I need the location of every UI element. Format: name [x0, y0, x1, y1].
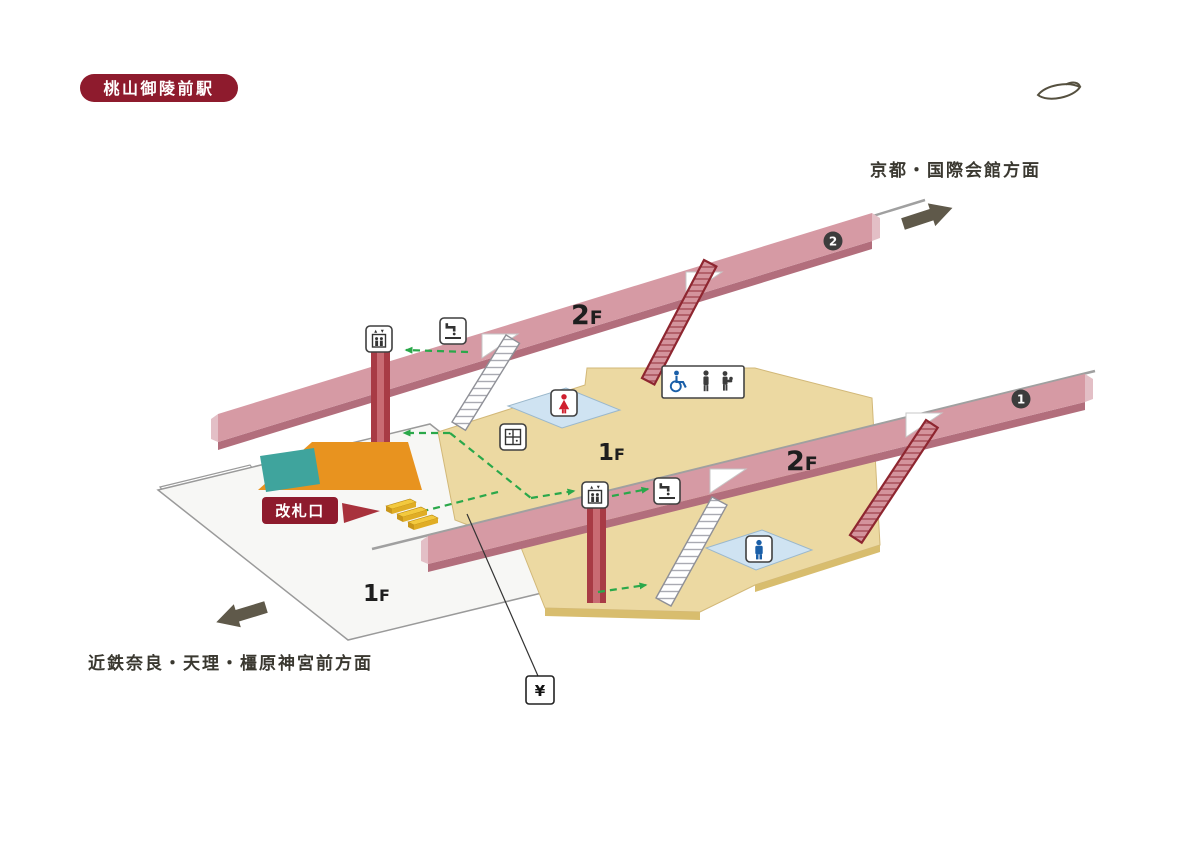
route-path [597, 582, 648, 594]
escalator-lower [848, 418, 940, 545]
route-path [530, 488, 576, 500]
elevator-shaft-lower [587, 505, 606, 603]
platform-2-end-cap [872, 213, 880, 241]
floor-label-platform-upper: 2F [571, 300, 603, 331]
route-path [414, 490, 499, 515]
route-path [449, 432, 532, 499]
elevator-icon [581, 481, 609, 509]
platform-1-end-cap [421, 536, 428, 564]
mens-toilet-icon [745, 535, 773, 563]
escalator-upper [640, 258, 718, 386]
floor-label-concourse: 1F [598, 440, 625, 466]
stairs-lower [655, 496, 728, 607]
ticket-gate-callout: 改札口 [262, 497, 380, 524]
kiosk-area [260, 448, 320, 492]
accessible-toilet-icon [661, 365, 745, 399]
baby-care-icon [722, 371, 733, 391]
ticket-gate-label: 改札口 [275, 502, 325, 520]
platform-1-stair-opening [709, 468, 748, 494]
svg-text:1: 1 [1017, 393, 1025, 407]
direction-arrow-southwest [216, 601, 268, 628]
stairs-upper [451, 334, 521, 432]
route-path [611, 486, 650, 498]
ticket-gates [385, 498, 439, 530]
floor-label-west-hall: 1F [363, 581, 390, 607]
station-name: 桃山御陵前駅 [103, 79, 214, 98]
yen-icon: ¥ [535, 682, 546, 700]
floor-label-platform-lower: 2F [786, 446, 818, 477]
sink-icon [653, 477, 681, 505]
station-name-badge: 桃山御陵前駅 [80, 74, 238, 102]
elevator-icon [365, 325, 393, 353]
route-path [404, 346, 469, 354]
platform-2-end-cap [211, 414, 218, 442]
direction-nara-label: 近鉄奈良・天理・橿原神宮前方面 [88, 653, 373, 674]
person-icon [703, 370, 709, 392]
direction-kyoto-label: 京都・国際会館方面 [870, 160, 1041, 181]
svg-text:2: 2 [829, 235, 837, 249]
elevator-shaft-upper [371, 350, 390, 442]
track-1-badge: 1 [1011, 389, 1031, 409]
concourse-floor-edge [545, 608, 700, 620]
sink-icon [439, 317, 467, 345]
platform-1-end-cap [1085, 374, 1093, 402]
rail-line-track1 [371, 369, 1096, 551]
direction-arrow-northeast [901, 203, 953, 230]
concourse-floor-edge [755, 545, 880, 592]
operator-logo [1036, 81, 1082, 100]
gate-pointer-arrow [342, 503, 380, 523]
track-2-badge: 2 [823, 231, 843, 251]
womens-toilet-icon [550, 389, 578, 417]
fare-machine-callout: ¥ [466, 513, 555, 705]
wheelchair-icon [669, 370, 687, 393]
coin-locker-icon [499, 423, 527, 451]
